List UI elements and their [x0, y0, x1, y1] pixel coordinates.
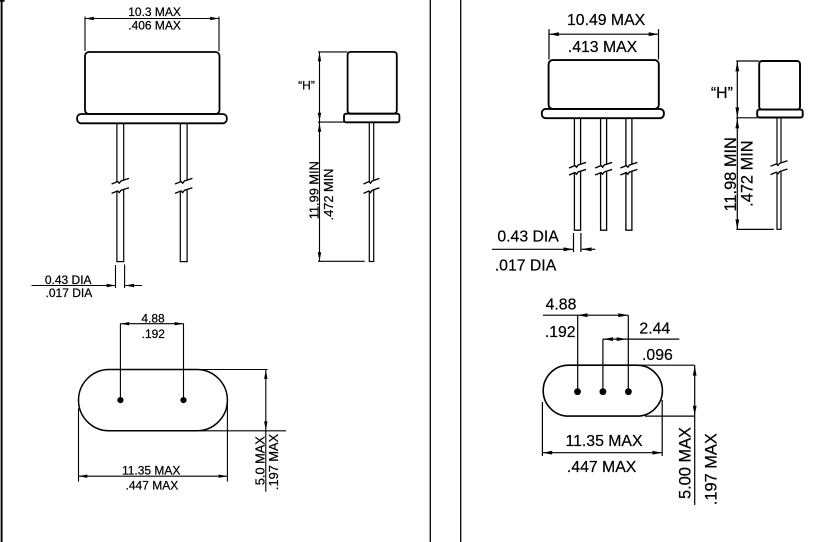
svg-text:.447 MAX: .447 MAX [126, 478, 179, 492]
svg-text:.197 MAX: .197 MAX [703, 433, 721, 505]
svg-text:“H”: “H” [298, 79, 315, 93]
svg-text:11.35 MAX: 11.35 MAX [122, 463, 180, 477]
svg-text:11.99 MIN: 11.99 MIN [307, 161, 322, 219]
svg-text:.017 DIA: .017 DIA [495, 258, 557, 275]
svg-text:.447 MAX: .447 MAX [567, 459, 637, 476]
svg-text:2.44: 2.44 [639, 320, 670, 337]
svg-text:10.3 MAX: 10.3 MAX [128, 5, 181, 19]
svg-text:.096: .096 [642, 347, 673, 364]
svg-text:.192: .192 [545, 324, 576, 341]
svg-text:“H”: “H” [711, 85, 733, 102]
svg-text:.472 MIN: .472 MIN [321, 169, 336, 221]
svg-text:11.98 MIN: 11.98 MIN [722, 137, 740, 211]
svg-text:10.49 MAX: 10.49 MAX [567, 12, 646, 29]
svg-text:.017 DIA: .017 DIA [46, 286, 93, 300]
svg-text:11.35 MAX: 11.35 MAX [566, 433, 643, 450]
svg-text:.472 MIN: .472 MIN [739, 140, 757, 207]
svg-text:4.88: 4.88 [546, 297, 577, 314]
svg-text:.197 MAX: .197 MAX [266, 433, 281, 490]
svg-text:.413 MAX: .413 MAX [568, 39, 638, 56]
svg-text:.192: .192 [142, 327, 166, 341]
svg-text:.406 MAX: .406 MAX [128, 19, 181, 33]
svg-text:0.43 DIA: 0.43 DIA [497, 229, 559, 246]
svg-text:0.43 DIA: 0.43 DIA [45, 273, 92, 287]
svg-text:4.88: 4.88 [141, 312, 165, 326]
svg-text:5.00 MAX: 5.00 MAX [677, 427, 695, 499]
svg-text:5.0 MAX: 5.0 MAX [252, 436, 267, 486]
